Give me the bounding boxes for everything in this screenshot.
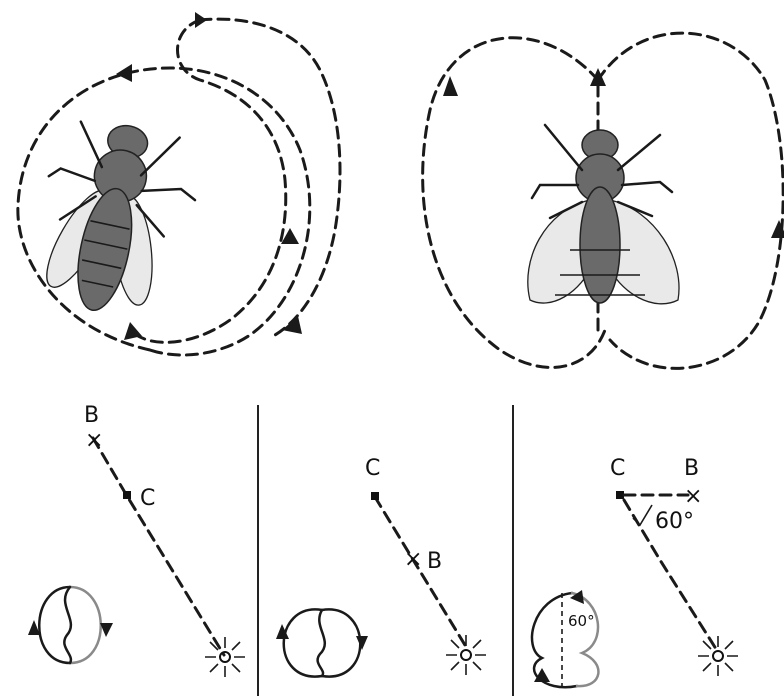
- sun-icon: [446, 635, 486, 675]
- point-c-mark: [123, 491, 131, 499]
- waggle-dance-icon: [28, 587, 113, 663]
- panel-3: C B × 60° 60°: [532, 456, 738, 688]
- point-c-mark: [371, 492, 379, 500]
- point-x-mark: ×: [404, 547, 422, 572]
- sun-icon: [698, 636, 738, 676]
- point-x-mark: ×: [85, 428, 103, 453]
- point-b-label: B: [684, 456, 699, 481]
- arrow-head: [282, 316, 302, 334]
- angle-label: 60°: [655, 509, 694, 534]
- panel-1: B × C: [28, 403, 245, 677]
- round-dance-diagram: [18, 12, 340, 355]
- bee-icon: [528, 125, 679, 304]
- waggle-right-loop: [598, 33, 783, 368]
- point-x-mark: ×: [684, 484, 702, 509]
- point-b-label: B: [84, 403, 99, 428]
- point-c-label: C: [365, 456, 380, 481]
- arrow-head: [116, 64, 132, 82]
- waggle-dance-diagram: [423, 33, 784, 368]
- arrow-head: [356, 636, 368, 650]
- round-dance-top-loop: [200, 19, 340, 335]
- point-c-label: C: [140, 486, 155, 511]
- direction-line: [93, 438, 224, 655]
- dance-angle-label: 60°: [568, 612, 595, 630]
- point-c-label: C: [610, 456, 625, 481]
- round-dance-outer-path: [18, 68, 310, 355]
- arrow-head: [195, 12, 207, 28]
- panel-2: C × B: [276, 456, 486, 677]
- point-b-label: B: [427, 549, 442, 574]
- arrow-head: [100, 623, 113, 637]
- direction-line: [375, 497, 468, 650]
- waggle-dance-icon: 60°: [532, 590, 598, 688]
- waggle-dance-icon: [276, 609, 368, 676]
- arrow-head: [443, 76, 458, 96]
- sun-icon: [205, 637, 245, 677]
